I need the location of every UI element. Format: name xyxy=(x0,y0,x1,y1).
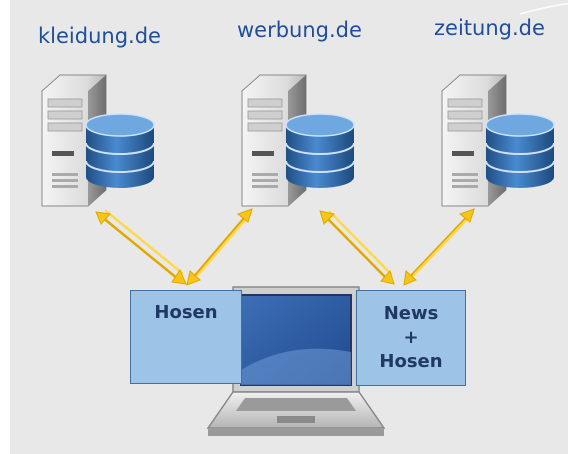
arrow-werbung-right-tab xyxy=(319,210,395,285)
tab-right-line-3: Hosen xyxy=(379,351,443,373)
laptop-tab-left: Hosen xyxy=(130,290,242,384)
server-label-zeitung: zeitung.de xyxy=(434,16,545,40)
tab-right-line-1: News xyxy=(383,302,439,324)
database-icon xyxy=(285,113,355,188)
connection-arrows xyxy=(95,208,475,286)
laptop-tab-right: News + Hosen xyxy=(356,290,466,386)
corner-swoosh-decoration xyxy=(519,1,578,15)
tab-left-line-1: Hosen xyxy=(154,302,218,323)
arrow-kleidung-left-tab xyxy=(95,209,187,285)
arrow-zeitung-right-tab xyxy=(403,208,475,286)
database-icon xyxy=(485,113,555,188)
arrow-werbung-left-tab xyxy=(186,208,253,286)
server-werbung xyxy=(241,74,355,207)
server-zeitung xyxy=(441,74,555,207)
tab-right-line-2: + xyxy=(403,326,419,348)
laptop-icon xyxy=(206,286,386,436)
server-kleidung xyxy=(41,74,155,207)
server-label-kleidung: kleidung.de xyxy=(38,24,161,48)
database-icon xyxy=(85,113,155,188)
server-label-werbung: werbung.de xyxy=(237,18,362,42)
